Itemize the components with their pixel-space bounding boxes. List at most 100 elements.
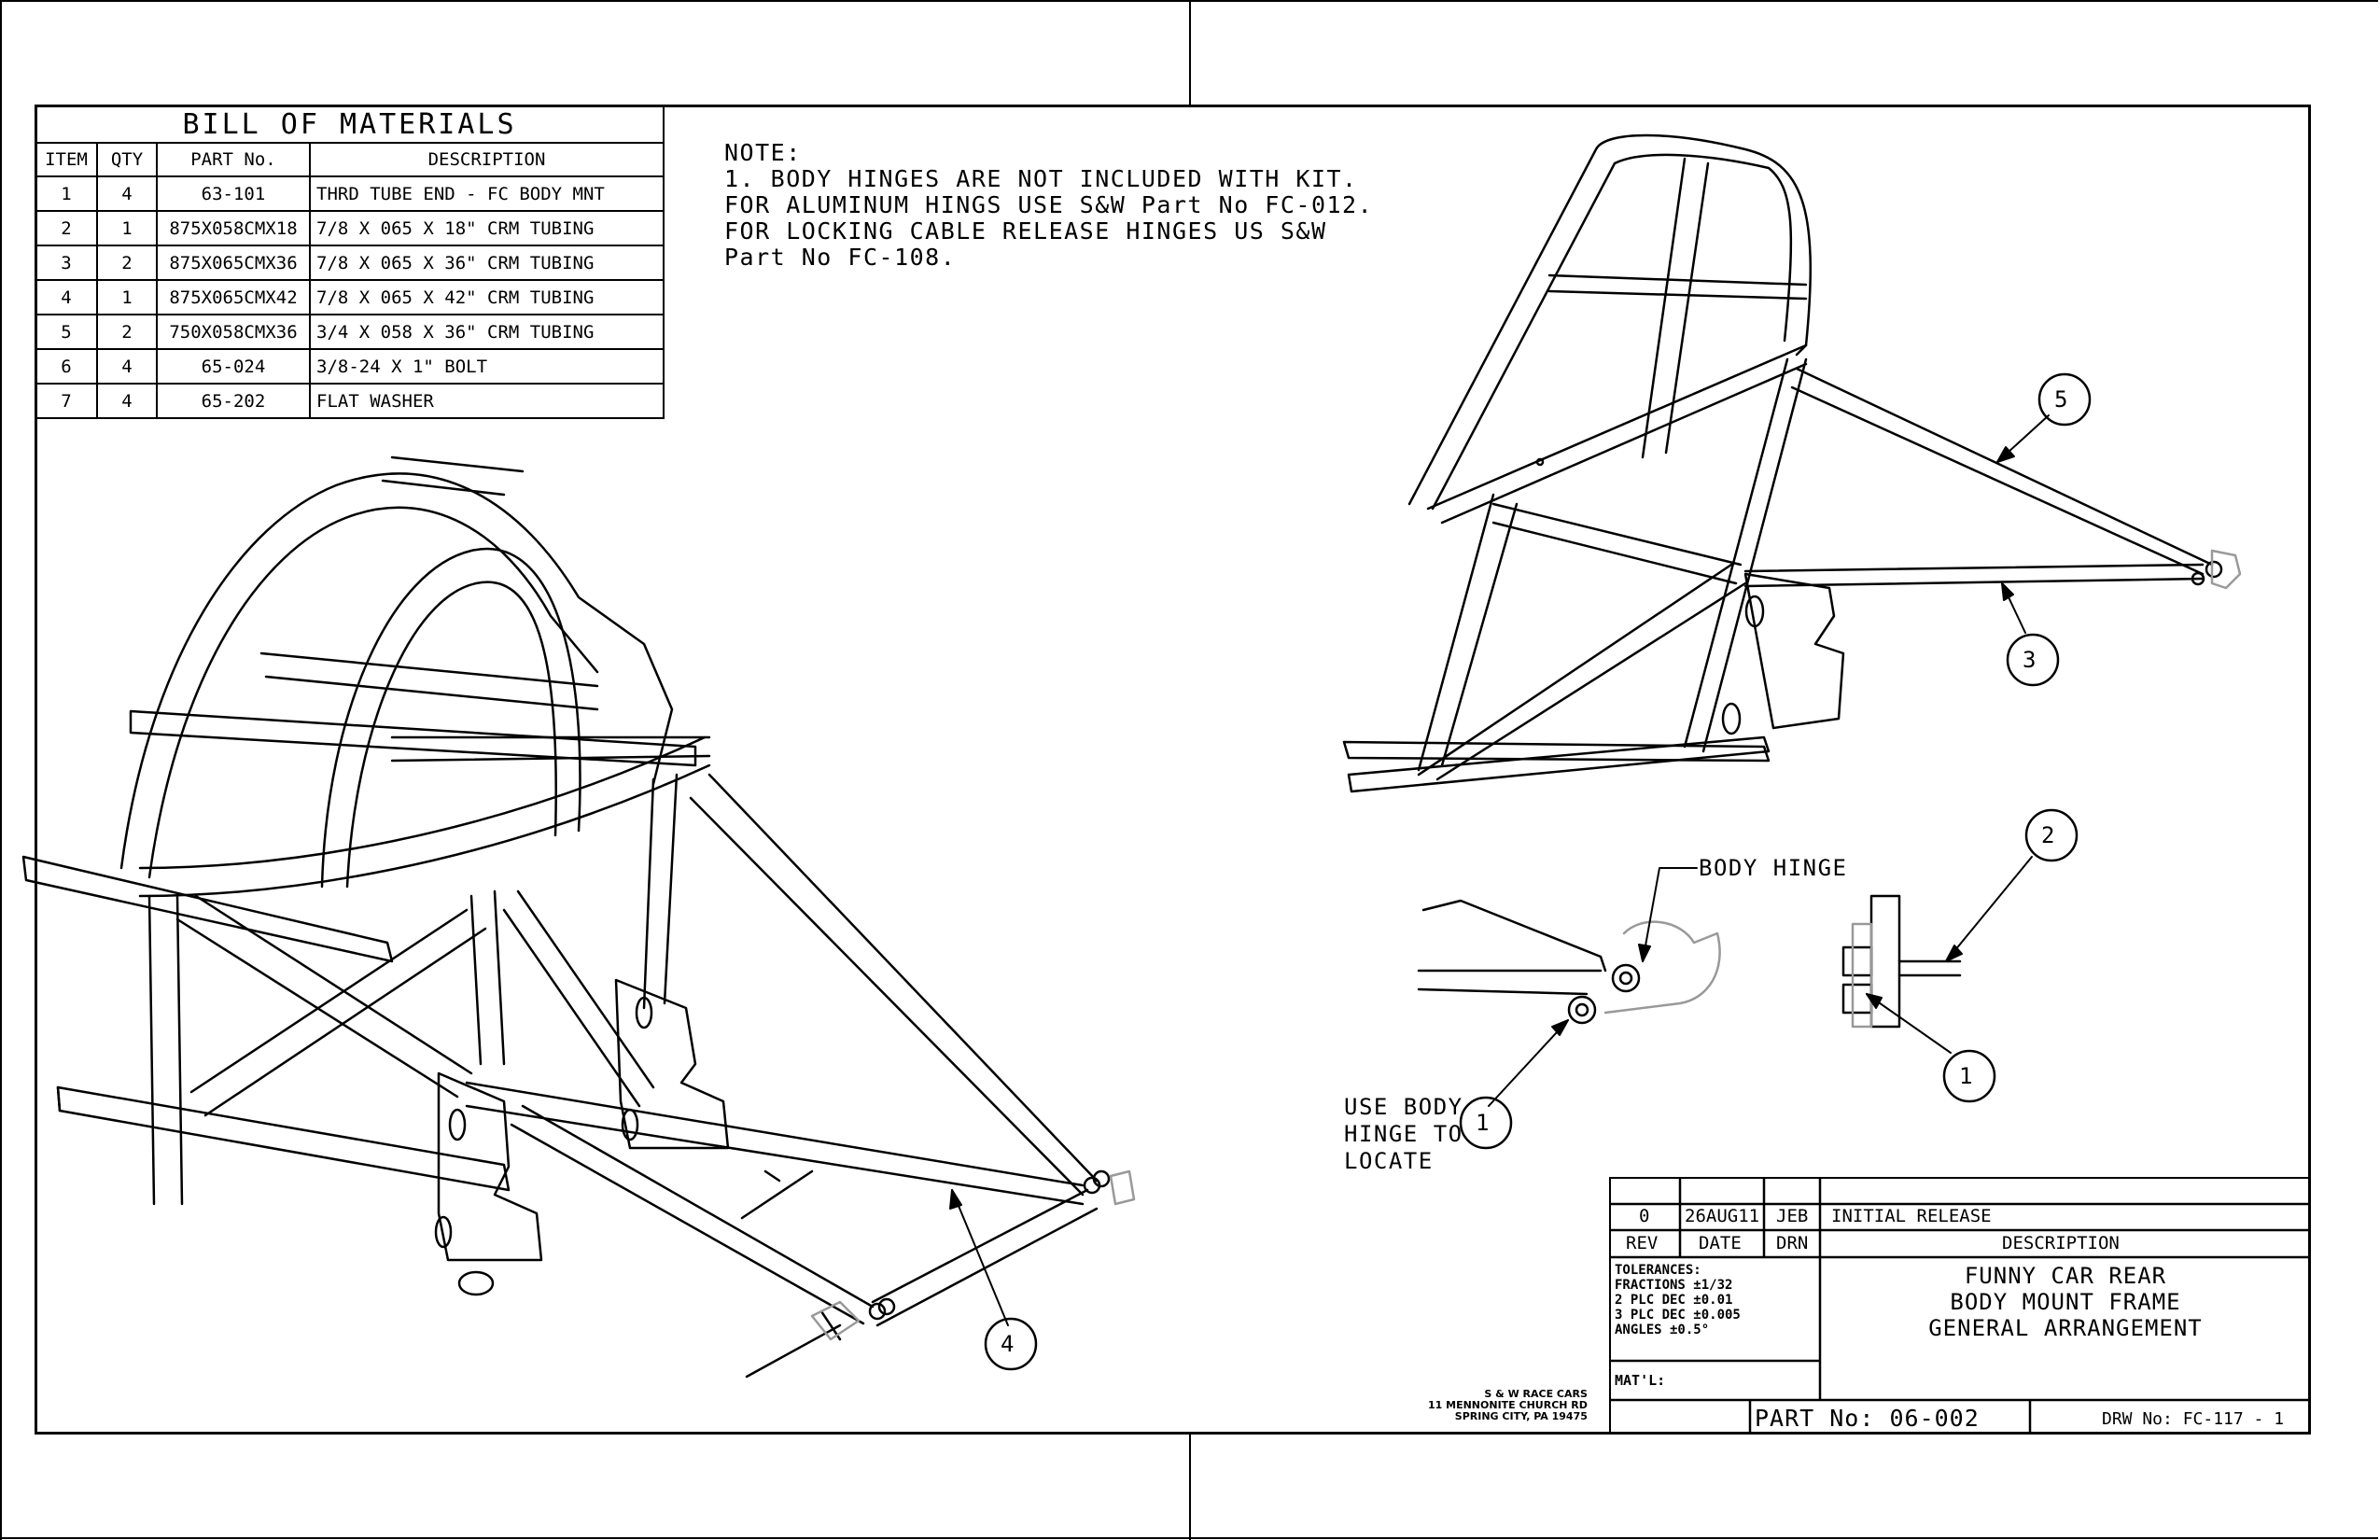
hinge-pin	[1618, 971, 1633, 986]
drawing-number: DRW No: FC-117 - 1	[2102, 1409, 2285, 1429]
arrow	[1551, 1019, 1569, 1036]
diagonal-2	[189, 908, 487, 1117]
slot	[1744, 595, 1765, 628]
hoop-inner	[1431, 153, 1793, 511]
balloon-label-1a: 1	[1476, 1110, 1491, 1136]
arrow	[1866, 993, 1883, 1009]
description-value: INITIAL RELEASE	[1831, 1206, 1992, 1226]
mount-plate	[1743, 572, 1845, 730]
top-crossbar	[381, 455, 525, 497]
bom-cell: 7/8 X 065 X 36" CRM TUBING	[309, 245, 665, 281]
cross-tube	[1491, 502, 1743, 585]
bom-cell: 7	[35, 383, 98, 419]
bom-cell: 4	[96, 175, 158, 212]
company-line: 11 MENNONITE CHURCH RD	[1428, 1399, 1588, 1411]
balloon-1b	[1942, 1049, 1996, 1103]
hardware-bolt	[740, 1169, 814, 1220]
tube-end	[877, 1297, 896, 1316]
hinge-sketch	[1109, 1169, 1136, 1206]
hoop-outer	[1407, 133, 1812, 506]
rev-value: 0	[1639, 1206, 1650, 1226]
leader-1b	[1866, 993, 1952, 1054]
balloon-4	[984, 1317, 1038, 1371]
leaders	[949, 414, 2050, 1326]
page-edge-top	[0, 0, 2378, 2]
slot	[635, 996, 653, 1029]
bom-header-part: PART No.	[156, 142, 311, 177]
bom-cell: 875X065CMX42	[156, 279, 311, 315]
note-line: 1. BODY HINGES ARE NOT INCLUDED WITH KIT…	[724, 165, 1358, 192]
tube-2-detail	[1897, 959, 1962, 977]
strut-to-4	[510, 1104, 875, 1325]
diagonal-3	[502, 889, 655, 1108]
drawing-title-line: BODY MOUNT FRAME	[1950, 1289, 2181, 1315]
hinge-sketch	[810, 1300, 861, 1341]
rear-hoop-outer	[119, 472, 674, 870]
bom-cell: 3/8-24 X 1" BOLT	[309, 348, 665, 385]
tube-end	[2191, 571, 2205, 586]
bom-cell: 1	[35, 175, 98, 212]
bom-header-description: DESCRIPTION	[309, 142, 665, 177]
balloon-3	[2006, 633, 2060, 687]
balloon-5	[2037, 372, 2092, 427]
part-number: PART No: 06-002	[1755, 1405, 1980, 1432]
hinge-pin	[1575, 1002, 1589, 1017]
bom-cell: 3	[35, 245, 98, 281]
note-line: FOR ALUMINUM HINGS USE S&W Part No FC-01…	[724, 191, 1374, 218]
tube-end	[2205, 560, 2223, 579]
hinge-sketch	[1851, 922, 1873, 1029]
lower-rail	[1347, 735, 1771, 793]
note-heading: NOTE:	[724, 139, 802, 166]
tolerance-line: ANGLES ±0.5°	[1615, 1323, 1710, 1337]
post-mid	[469, 889, 506, 1066]
tube-end	[1092, 1169, 1111, 1188]
balloon-label-3: 3	[2023, 647, 2037, 673]
balloon-2	[2024, 808, 2079, 862]
leader-1a	[1488, 1019, 1569, 1107]
note-line: FOR LOCKING CABLE RELEASE HINGES US S&W	[724, 217, 1327, 245]
balloon-label-2: 2	[2041, 822, 2056, 848]
bom-header-item: ITEM	[35, 142, 98, 177]
bom-cell: FLAT WASHER	[309, 383, 665, 419]
tube-3	[1743, 563, 2205, 588]
bom-cell: 4	[96, 348, 158, 385]
arrow	[949, 1189, 962, 1210]
bom-cell: 6	[35, 348, 98, 385]
diagonal-5-strut	[689, 773, 1099, 1197]
balloon-1a	[1459, 1096, 1513, 1150]
tube-end	[868, 1302, 887, 1321]
page-edge-left	[0, 0, 2, 1540]
hinge-pin	[1567, 995, 1597, 1025]
date-value: 26AUG11	[1685, 1206, 1760, 1226]
page-edge-bottom	[0, 1537, 2378, 1539]
fold-line-top	[1189, 0, 1191, 105]
post-left	[147, 894, 184, 1206]
inner-hoop-outer	[320, 547, 581, 889]
bom-cell: 7/8 X 065 X 42" CRM TUBING	[309, 279, 665, 315]
bom-cell: 65-202	[156, 383, 311, 419]
company-line: SPRING CITY, PA 19475	[1454, 1410, 1588, 1422]
bom-cell: 875X058CMX18	[156, 210, 311, 246]
tube-5	[1790, 367, 2214, 576]
use-body-hinge-label: USE BODY HINGE TO LOCATE	[1344, 1094, 1463, 1174]
general-note: NOTE: 1. BODY HINGES ARE NOT INCLUDED WI…	[724, 140, 1373, 271]
bill-of-materials: BILL OF MATERIALS ITEM QTY PART No. DESC…	[35, 105, 665, 419]
tolerance-line: 2 PLC DEC ±0.01	[1615, 1293, 1733, 1308]
arrow	[1996, 446, 2015, 463]
tube-end	[457, 1270, 495, 1296]
bom-header-qty: QTY	[96, 142, 158, 177]
tolerances: TOLERANCES: FRACTIONS ±1/32 2 PLC DEC ±0…	[1615, 1263, 1741, 1337]
note-line: Part No FC-108.	[724, 244, 957, 271]
balloons	[984, 372, 2092, 1371]
leader-4	[951, 1189, 1009, 1326]
drawing-title-line: FUNNY CAR REAR	[1964, 1263, 2167, 1289]
slot	[621, 1108, 639, 1141]
bom-cell: 7/8 X 065 X 18" CRM TUBING	[309, 210, 665, 246]
upper-rail	[1342, 740, 1771, 763]
upper-bend-tube	[138, 735, 711, 898]
